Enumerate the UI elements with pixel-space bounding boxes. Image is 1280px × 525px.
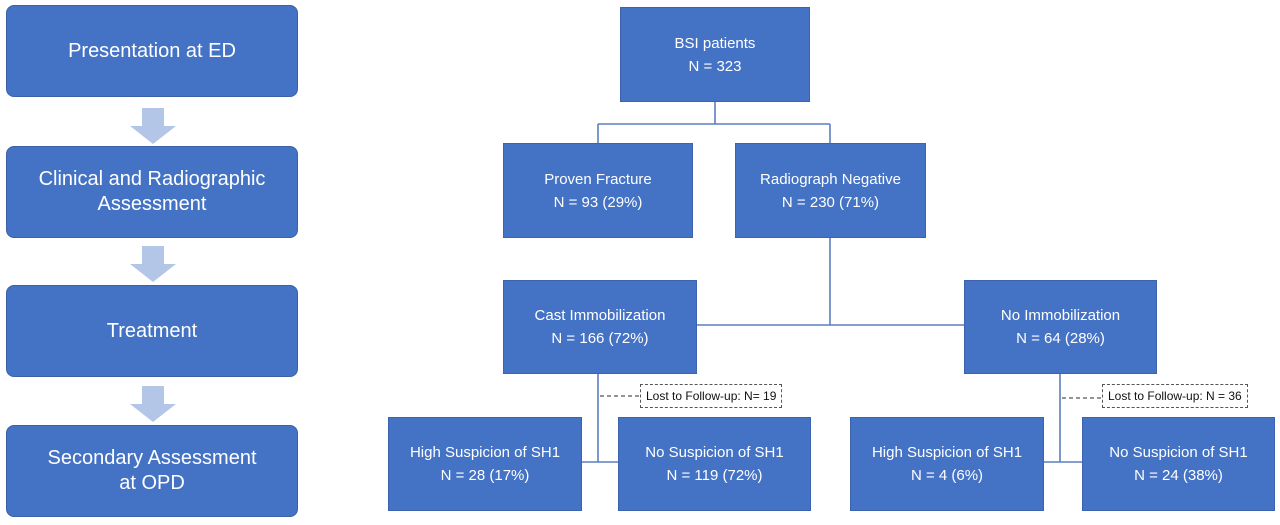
node-noimm-high-suspicion-sh1: High Suspicion of SH1 N = 4 (6%) <box>850 417 1044 511</box>
node-radiograph-negative: Radiograph Negative N = 230 (71%) <box>735 143 926 238</box>
node-label: Proven Fracture <box>544 170 652 188</box>
node-label: BSI patients <box>674 34 756 52</box>
connector-cast-to-outcomes <box>582 374 618 463</box>
node-count: N = 230 (71%) <box>781 193 880 211</box>
connector-radiograph-negative-to-treatment <box>697 238 964 326</box>
node-count: N = 64 (28%) <box>1016 330 1105 347</box>
down-arrow-icon <box>130 246 176 282</box>
node-count: N = 119 (72%) <box>666 467 763 484</box>
node-count: N = 166 (72%) <box>551 330 649 347</box>
node-count: N = 323 <box>688 57 742 75</box>
node-label: Radiograph Negative <box>760 170 901 188</box>
node-label: No Suspicion of SH1 <box>1109 444 1248 461</box>
node-label: No Suspicion of SH1 <box>645 444 784 461</box>
node-cast-no-suspicion-sh1: No Suspicion of SH1 N = 119 (72%) <box>618 417 811 511</box>
node-count: N = 28 (17%) <box>440 467 530 484</box>
stage-clinical-radiographic-assessment: Clinical and Radiographic Assessment <box>6 146 298 238</box>
node-count: N = 24 (38%) <box>1134 467 1223 484</box>
stage-line: at OPD <box>119 472 185 494</box>
down-arrow-icon <box>130 386 176 422</box>
down-arrow-icon <box>130 108 176 144</box>
node-proven-fracture: Proven Fracture N = 93 (29%) <box>503 143 693 238</box>
lost-to-followup-cast: Lost to Follow-up: N= 19 <box>640 384 783 408</box>
stage-line: Treatment <box>106 319 198 342</box>
node-label: High Suspicion of SH1 <box>409 444 561 461</box>
connector-root-split <box>597 102 831 143</box>
node-noimm-no-suspicion-sh1: No Suspicion of SH1 N = 24 (38%) <box>1082 417 1275 511</box>
node-label: Cast Immobilization <box>534 307 666 324</box>
stage-secondary-assessment-at-opd: Secondary Assessment at OPD <box>6 425 298 517</box>
node-label: No Immobilization <box>1000 307 1121 324</box>
node-cast-high-suspicion-sh1: High Suspicion of SH1 N = 28 (17%) <box>388 417 582 511</box>
connector-no-immobilization-to-outcomes <box>1044 374 1082 463</box>
stage-line: Presentation at ED <box>68 39 236 62</box>
node-count: N = 4 (6%) <box>910 467 984 484</box>
stage-line: Secondary Assessment <box>47 447 257 469</box>
stage-line: Clinical and Radiographic <box>38 168 266 190</box>
node-label: High Suspicion of SH1 <box>871 444 1023 461</box>
node-bsi-patients: BSI patients N = 323 <box>620 7 810 102</box>
node-no-immobilization: No Immobilization N = 64 (28%) <box>964 280 1157 374</box>
node-cast-immobilization: Cast Immobilization N = 166 (72%) <box>503 280 697 374</box>
stage-line: Assessment <box>97 193 207 215</box>
stage-presentation-at-ed: Presentation at ED <box>6 5 298 97</box>
lost-to-followup-no-immobilization: Lost to Follow-up: N = 36 <box>1102 384 1248 408</box>
node-count: N = 93 (29%) <box>553 193 643 211</box>
stage-treatment: Treatment <box>6 285 298 377</box>
